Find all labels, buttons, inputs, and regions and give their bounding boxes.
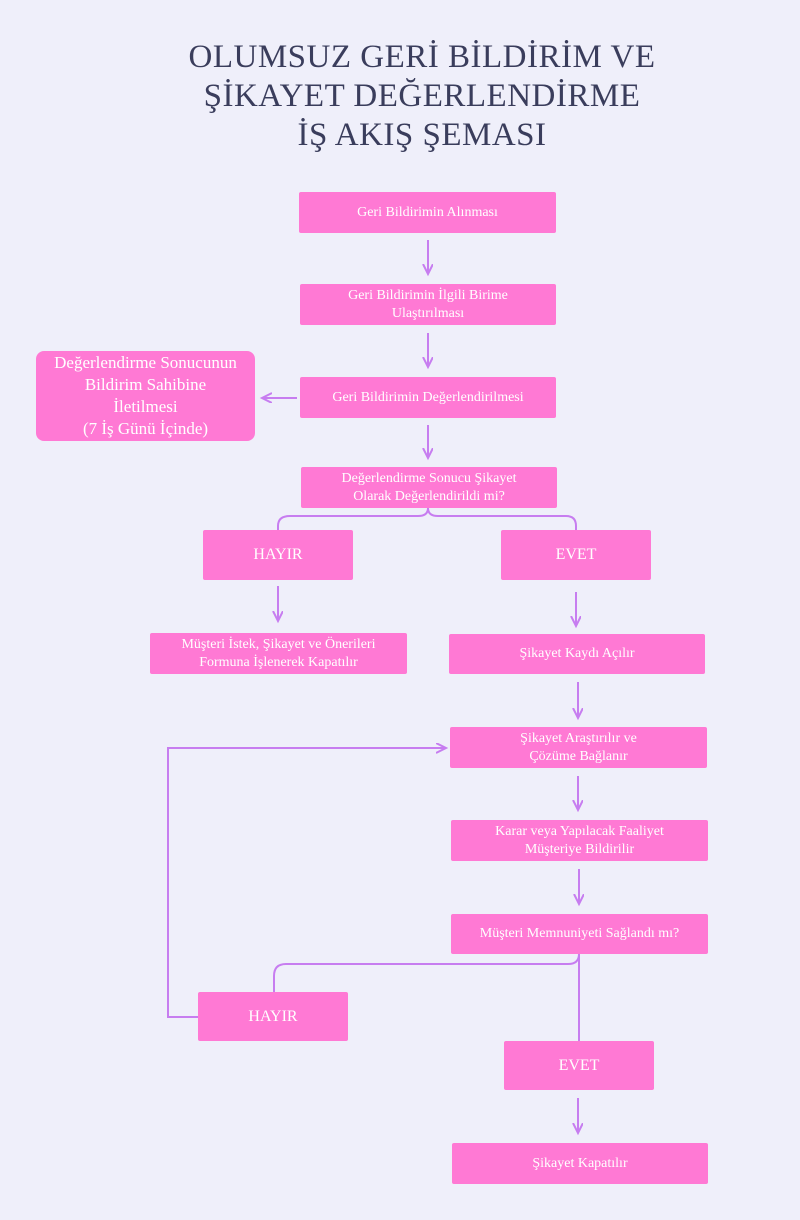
node-decision2: Müşteri Memnuniyeti Sağlandı mı? (451, 914, 708, 954)
node-notify-line-4: (7 İş Günü İçinde) (82, 419, 209, 438)
title-line-1: OLUMSUZ GERİ BİLDİRİM VE (188, 39, 656, 75)
node-notify-line-3: İletilmesi (113, 397, 178, 416)
node-decision1: Değerlendirme Sonucu Şikayet Olarak Değe… (301, 467, 557, 508)
branch-decision2-no (273, 953, 580, 992)
node-decision1-line-1: Değerlendirme Sonucu Şikayet (341, 470, 517, 486)
loop-no2-to-investigate (167, 748, 446, 1018)
node-forward-line-1: Geri Bildirimin İlgili Birime (348, 287, 508, 303)
node-receive: Geri Bildirimin Alınması (299, 192, 556, 233)
node-close-form-line-2: Formuna İşlenerek Kapatılır (199, 654, 358, 670)
node-investigate-line-2: Çözüme Bağlanır (529, 748, 628, 764)
node-open-record: Şikayet Kaydı Açılır (449, 634, 705, 674)
node-no1: HAYIR (203, 530, 353, 580)
node-forward: Geri Bildirimin İlgili Birime Ulaştırılm… (300, 284, 556, 325)
diagram-title: OLUMSUZ GERİ BİLDİRİM VE ŞİKAYET DEĞERLE… (0, 38, 800, 155)
node-inform-line-2: Müşteriye Bildirilir (524, 841, 635, 857)
node-notify-line-1: Değerlendirme Sonucunun (54, 353, 237, 372)
node-notify-line-2: Bildirim Sahibine (84, 375, 207, 394)
node-inform-line-1: Karar veya Yapılacak Faaliyet (495, 823, 664, 839)
node-evaluate: Geri Bildirimin Değerlendirilmesi (300, 377, 556, 418)
node-investigate: Şikayet Araştırılır ve Çözüme Bağlanır (450, 727, 707, 768)
node-yes1: EVET (501, 530, 651, 580)
title-line-3: İŞ AKIŞ ŞEMASI (297, 117, 547, 153)
node-forward-line-2: Ulaştırılması (391, 305, 465, 321)
title-line-2: ŞİKAYET DEĞERLENDİRME (203, 78, 641, 114)
branch-decision1 (277, 507, 577, 530)
node-close-form: Müşteri İstek, Şikayet ve Önerileri Form… (150, 633, 407, 674)
node-investigate-line-1: Şikayet Araştırılır ve (520, 730, 637, 746)
node-inform: Karar veya Yapılacak Faaliyet Müşteriye … (451, 820, 708, 861)
node-no2: HAYIR (198, 992, 348, 1041)
node-yes2: EVET (504, 1041, 654, 1090)
node-closed: Şikayet Kapatılır (452, 1143, 708, 1184)
node-notify: Değerlendirme Sonucunun Bildirim Sahibin… (36, 351, 255, 441)
node-decision1-line-2: Olarak Değerlendirildi mi? (353, 488, 505, 504)
node-close-form-line-1: Müşteri İstek, Şikayet ve Önerileri (181, 636, 376, 652)
